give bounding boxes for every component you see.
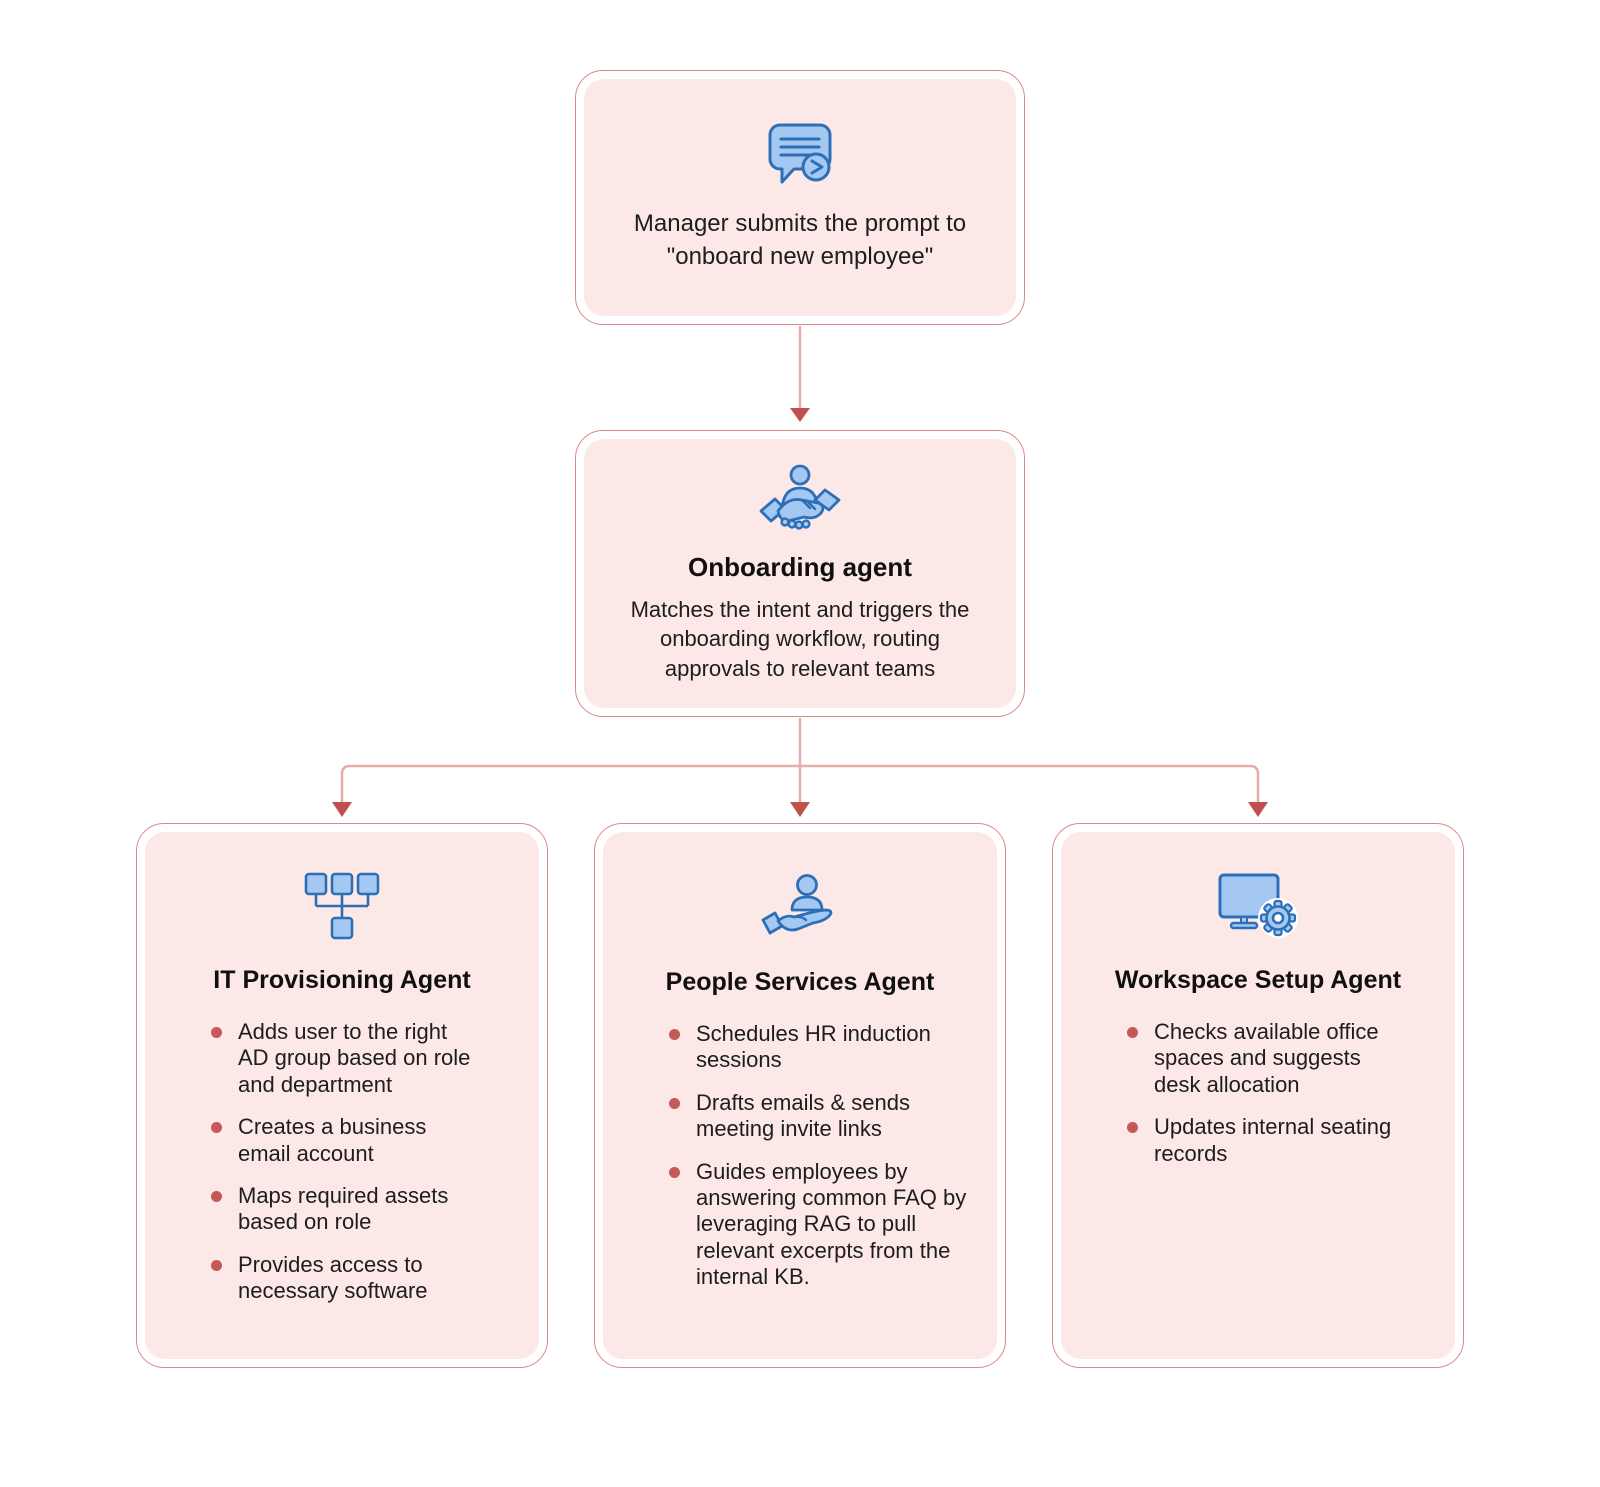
agent-title: IT Provisioning Agent [213,966,471,994]
onboarding-agent-title: Onboarding agent [688,552,912,583]
onboarding-agent-node: Onboarding agent Matches the intent and … [575,430,1025,717]
agent-title: Workspace Setup Agent [1114,966,1402,994]
sitemap-icon [304,872,380,940]
bullet-dot [211,1190,222,1202]
chat-prompt-icon-svg [768,123,832,184]
bullet-item: Checks available office spaces and sugge… [1127,1019,1455,1098]
agent-card-workspace-setup: Workspace Setup Agent Checks available o… [1052,823,1464,1368]
bullet-dot [211,1027,222,1038]
agent-card-people-services: People Services Agent Schedules HR induc… [594,823,1006,1368]
bullet-dot [1127,1122,1138,1134]
monitor-gear-icon [1216,872,1300,940]
bullet-item: Guides employees by answering common FAQ… [669,1159,997,1291]
person-care-icon [759,872,841,942]
bullet-item: Schedules HR induction sessions [669,1021,997,1074]
bullet-dot [1127,1027,1138,1038]
manager-prompt-text: Manager submits the prompt to "onboard n… [633,210,967,270]
bullet-list: Checks available office spaces and sugge… [1061,1019,1455,1183]
bullet-item: Creates a business email account [211,1114,539,1167]
bullet-dot [211,1122,222,1134]
bullet-item: Adds user to the right AD group based on… [211,1019,539,1098]
bullet-dot [211,1259,222,1271]
agent-card-it-provisioning: IT Provisioning Agent Adds user to the r… [136,823,548,1368]
bullet-item: Maps required assets based on role [211,1183,539,1236]
bullet-list: Schedules HR induction sessions Drafts e… [603,1021,997,1307]
monitor-gear-icon-svg [1218,873,1298,938]
bullet-dot [669,1166,680,1178]
person-care-icon-svg [761,874,833,935]
manager-prompt-node: Manager submits the prompt to "onboard n… [575,70,1025,325]
bullet-item: Provides access to necessary software [211,1252,539,1305]
sitemap-icon-svg [304,872,380,940]
handshake-icon [758,464,842,536]
handshake-icon-svg [759,464,841,530]
bullet-item: Updates internal seating records [1127,1114,1455,1167]
bullet-dot [669,1097,680,1109]
onboarding-agent-description: Matches the intent and triggers the onbo… [630,597,970,681]
bullet-dot [669,1029,680,1040]
bullet-item: Drafts emails & sends meeting invite lin… [669,1090,997,1143]
agent-title: People Services Agent [665,968,935,996]
bullet-list: Adds user to the right AD group based on… [145,1019,539,1321]
chat-prompt-icon [763,122,837,190]
